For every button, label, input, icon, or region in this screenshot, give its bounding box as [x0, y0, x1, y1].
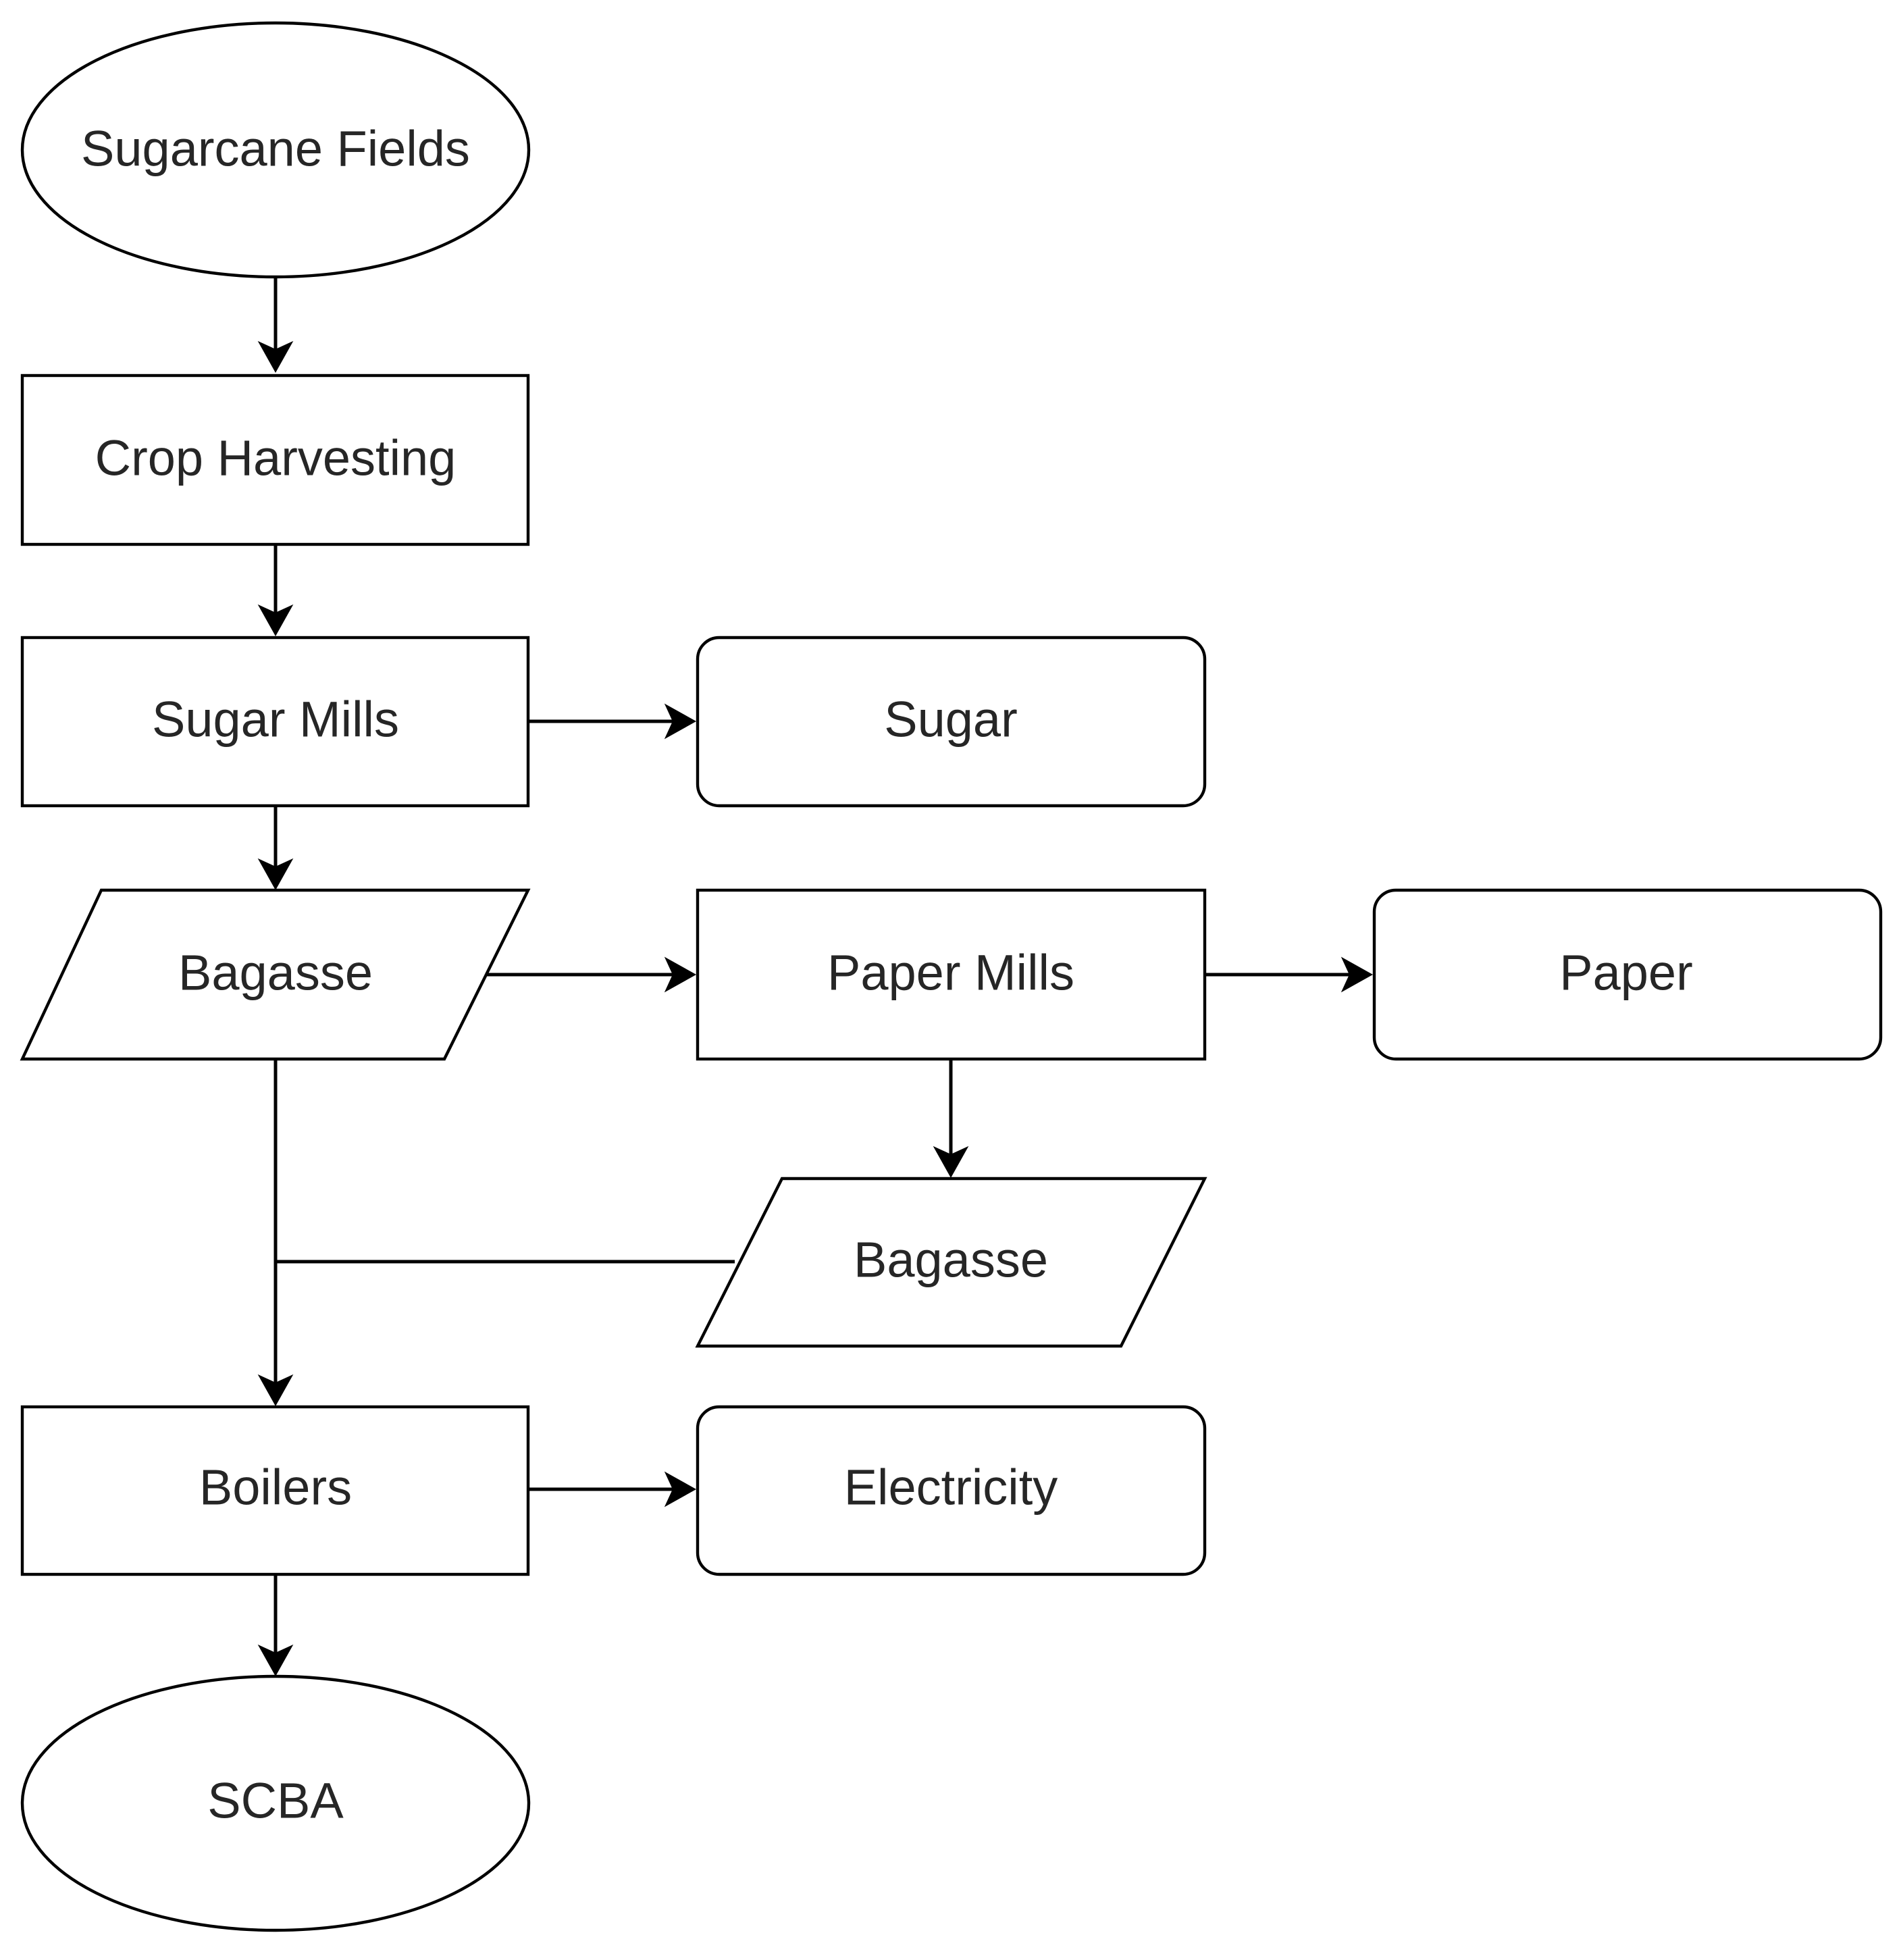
node-sugar: Sugar — [696, 636, 1207, 808]
edge-paper-mills-to-bagasse — [933, 1060, 969, 1179]
arrowhead — [257, 1374, 294, 1407]
arrowhead — [933, 1145, 969, 1179]
edge-bagasse-to-paper-mills — [486, 956, 697, 993]
node-label: Sugarcane Fields — [81, 121, 470, 177]
arrowhead — [664, 956, 697, 993]
node-label: Bagasse — [178, 945, 373, 1001]
edge-harvesting-to-sugar-mills — [257, 544, 294, 637]
arrowhead — [257, 858, 294, 891]
node-bagasse-2: Bagasse — [695, 1177, 1207, 1348]
node-label: Paper Mills — [827, 945, 1074, 1001]
output-box — [696, 636, 1207, 808]
node-scba: SCBA — [20, 1674, 531, 1932]
node-label: Bagasse — [854, 1232, 1048, 1288]
process-box — [20, 1405, 530, 1576]
edge-fields-to-harvesting — [257, 278, 294, 373]
output-box — [696, 1405, 1207, 1576]
edge-sugar-mills-to-bagasse — [257, 806, 294, 891]
arrowhead — [1340, 956, 1374, 993]
arrowhead — [257, 604, 294, 637]
data-parallelogram — [695, 1177, 1207, 1348]
node-electricity: Electricity — [696, 1405, 1207, 1576]
node-label: Electricity — [844, 1460, 1058, 1516]
edge-paper-mills-to-paper — [1205, 956, 1374, 993]
edges — [257, 278, 1374, 1677]
node-label: Sugar — [884, 692, 1017, 748]
node-sugarcane-fields: Sugarcane Fields — [20, 21, 531, 279]
arrowhead — [664, 1471, 697, 1507]
node-label: Sugar Mills — [152, 692, 399, 748]
arrowhead — [257, 340, 294, 373]
arrowhead — [664, 703, 697, 740]
nodes: Sugarcane Fields Crop Harvesting Sugar M… — [20, 21, 1883, 1932]
process-box — [696, 888, 1207, 1061]
edge-boilers-to-scba — [257, 1574, 294, 1677]
output-box — [1372, 888, 1883, 1061]
node-bagasse-1: Bagasse — [20, 888, 531, 1061]
edge-bagasse-to-boilers — [257, 1060, 294, 1407]
node-crop-harvesting: Crop Harvesting — [20, 373, 530, 546]
node-label: Boilers — [199, 1460, 352, 1516]
node-paper: Paper — [1372, 888, 1883, 1061]
arrowhead — [257, 1644, 294, 1677]
node-boilers: Boilers — [20, 1405, 530, 1576]
node-paper-mills: Paper Mills — [696, 888, 1207, 1061]
process-box — [20, 373, 530, 546]
node-label: Crop Harvesting — [95, 430, 457, 486]
process-box — [20, 636, 530, 808]
node-label: Paper — [1559, 945, 1692, 1001]
terminal-ellipse — [20, 21, 531, 279]
node-sugar-mills: Sugar Mills — [20, 636, 530, 808]
data-parallelogram — [20, 888, 531, 1061]
edge-sugar-mills-to-sugar — [528, 703, 697, 740]
edge-boilers-to-electricity — [528, 1471, 697, 1507]
terminal-ellipse — [20, 1674, 531, 1932]
node-label: SCBA — [207, 1773, 344, 1829]
